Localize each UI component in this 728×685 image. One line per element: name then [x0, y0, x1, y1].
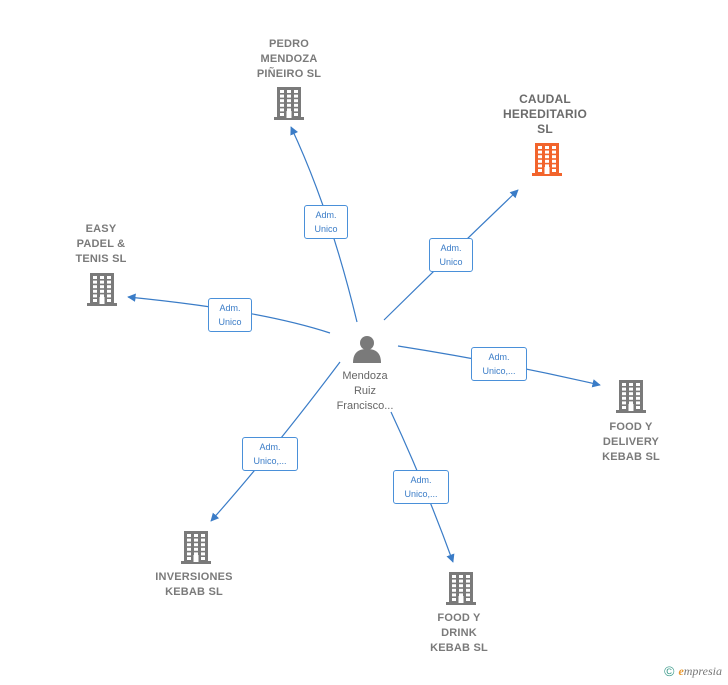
building-icon-easy[interactable] [87, 273, 117, 306]
edge-label-inversiones[interactable]: Adm. Unico,... [242, 437, 298, 471]
building-icon-inversiones[interactable] [181, 531, 211, 564]
building-icon-fooddelivery[interactable] [616, 380, 646, 413]
company-name-fooddelivery[interactable]: FOOD Y DELIVERY KEBAB SL [602, 421, 660, 463]
building-icon-pedro[interactable] [274, 87, 304, 120]
footer-credit: © empresia [664, 663, 722, 679]
company-name-pedro[interactable]: PEDRO MENDOZA PIÑEIRO SL [256, 38, 322, 80]
person-name[interactable]: Mendoza Ruiz Francisco... [336, 370, 394, 412]
edge-label-caudal[interactable]: Adm. Unico [429, 238, 473, 272]
edge-label-pedro[interactable]: Adm. Unico [304, 205, 348, 239]
copyright-icon: © [664, 663, 675, 679]
person-icon[interactable] [353, 336, 381, 363]
edge-label-easy[interactable]: Adm. Unico [208, 298, 252, 332]
building-icon-fooddrink[interactable] [446, 572, 476, 605]
company-name-fooddrink[interactable]: FOOD Y DRINK KEBAB SL [430, 612, 488, 654]
brand-logo: empresia [678, 663, 722, 678]
company-name-easy[interactable]: EASY PADEL & TENIS SL [75, 223, 127, 265]
edge-label-fooddelivery[interactable]: Adm. Unico,... [471, 347, 527, 381]
building-icon-caudal[interactable] [532, 143, 562, 176]
company-name-inversiones[interactable]: INVERSIONES KEBAB SL [155, 571, 233, 598]
edge-label-fooddrink[interactable]: Adm. Unico,... [393, 470, 449, 504]
company-name-caudal[interactable]: CAUDAL HEREDITARIO SL [503, 92, 587, 136]
